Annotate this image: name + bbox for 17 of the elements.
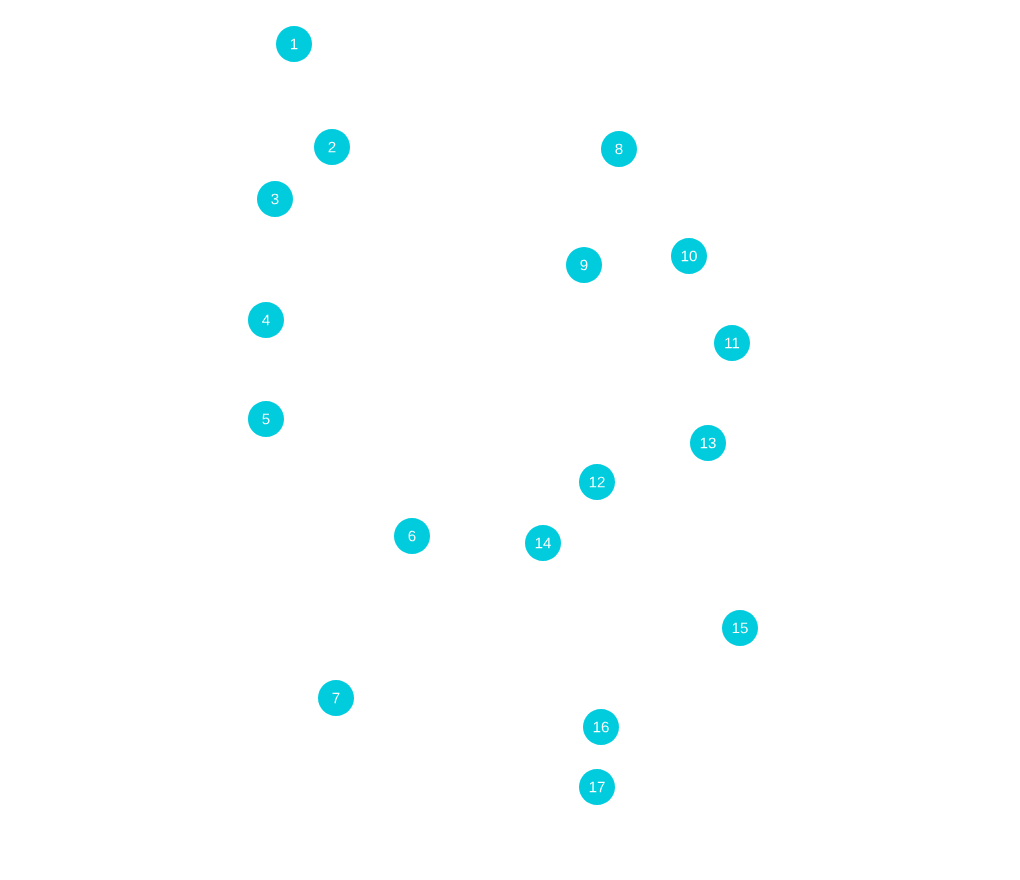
callout-number: 13 — [690, 425, 726, 461]
callout-number: 11 — [714, 325, 750, 361]
callout-number: 2 — [314, 129, 350, 165]
callout-number: 8 — [601, 131, 637, 167]
callout-number: 14 — [525, 525, 561, 561]
callout-number: 12 — [579, 464, 615, 500]
callout-number: 9 — [566, 247, 602, 283]
callout-number: 10 — [671, 238, 707, 274]
callout-number: 6 — [394, 518, 430, 554]
callout-number: 3 — [257, 181, 293, 217]
callout-number: 7 — [318, 680, 354, 716]
callout-number: 15 — [722, 610, 758, 646]
callout-number: 4 — [248, 302, 284, 338]
callout-number: 17 — [579, 769, 615, 805]
callout-number: 1 — [276, 26, 312, 62]
callout-number: 5 — [248, 401, 284, 437]
callout-number: 16 — [583, 709, 619, 745]
